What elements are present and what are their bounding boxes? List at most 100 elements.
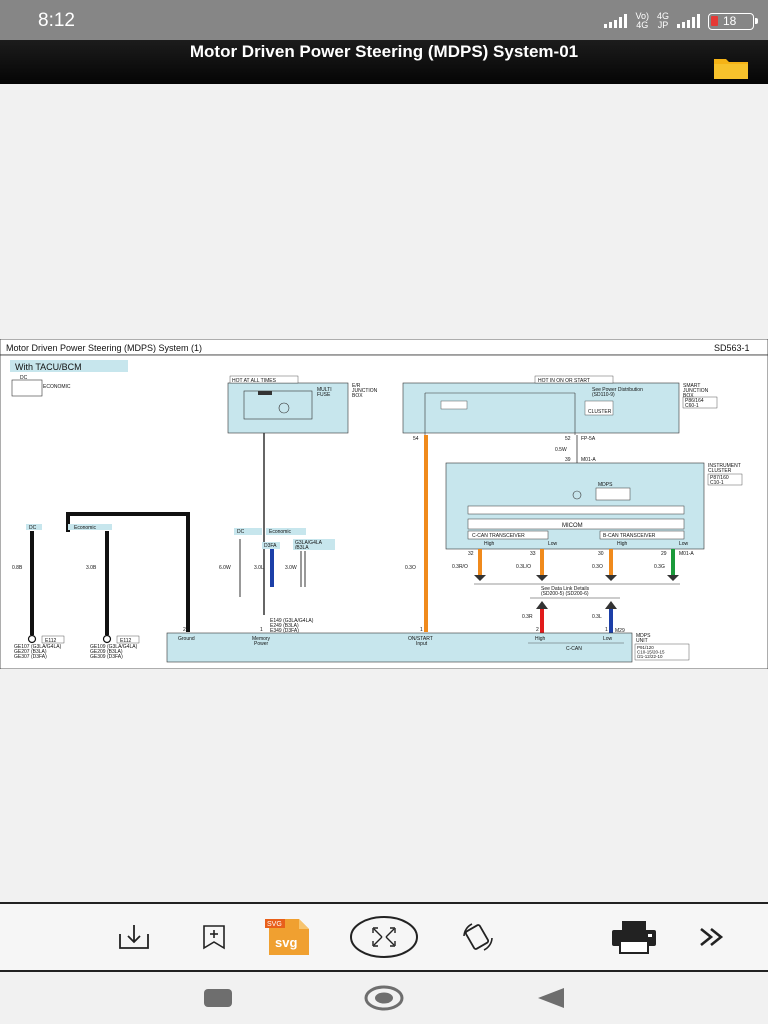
c-can-high: High: [535, 636, 546, 642]
m01-a-2: M01-A: [679, 551, 694, 557]
economic-3: Economic: [269, 529, 291, 535]
signal-icon: [604, 14, 628, 28]
wire-0-3o-main: 0.3O: [405, 565, 416, 571]
bc-low: Low: [679, 541, 689, 547]
pin-1c: 1: [605, 627, 608, 633]
c-can-label: C-CAN: [566, 646, 582, 652]
bottom-toolbar: SVG svg: [0, 902, 768, 972]
wire-3-0w: 3.0W: [285, 565, 297, 571]
see-data-link: See Data Link Details(SD200-5) (SD200-6): [541, 586, 590, 597]
svg-badge: SVG: [267, 921, 282, 928]
pin-54: 54: [413, 436, 419, 442]
bc-high: High: [617, 541, 628, 547]
wire-0-3r-o: 0.3R/O: [452, 564, 468, 570]
b-can-transceiver: B-CAN TRANSCEIVER: [603, 533, 656, 539]
pin-29: 29: [661, 551, 667, 557]
ge-left: GE107 (G3LA/G4LA)GE207 (B3LA)GE307 (D3FA…: [14, 644, 62, 660]
wire-3-0l: 3.0L: [254, 565, 264, 571]
pin-32: 32: [468, 551, 474, 557]
app-header: Motor Driven Power Steering (MDPS) Syste…: [0, 40, 768, 84]
c-can-low: Low: [603, 636, 613, 642]
folder-icon[interactable]: [713, 56, 749, 85]
economic-2: Economic: [74, 525, 96, 531]
dc-2: DC: [29, 525, 37, 531]
pin-2: 2: [183, 627, 186, 633]
network-label-1: Vo) 4G: [635, 11, 649, 30]
wire-0-3g: 0.3G: [654, 564, 665, 570]
wire-3-0b: 3.0B: [86, 565, 97, 571]
pin-1a: 1: [260, 627, 263, 633]
dc-3: DC: [237, 529, 245, 535]
variant-label: With TACU/BCM: [15, 362, 82, 372]
wire-0-3l-o: 0.3L/O: [516, 564, 531, 570]
system-nav-bar: [0, 972, 768, 1024]
status-icons: Vo) 4G 4G JP 18: [604, 10, 758, 32]
see-power-distribution: See Power Distribution(SD110-9): [592, 387, 643, 398]
print-icon[interactable]: [606, 904, 662, 970]
wire-0-8b-1: 0.8B: [12, 565, 23, 571]
fullscreen-icon[interactable]: [348, 904, 420, 970]
rotate-icon[interactable]: [450, 904, 506, 970]
c-can-transceiver: C-CAN TRANSCEIVER: [472, 533, 525, 539]
battery-icon: 18: [708, 12, 758, 30]
e112b: E112: [120, 638, 132, 644]
back-icon[interactable]: [530, 982, 570, 1014]
bookmark-add-icon[interactable]: [192, 904, 236, 970]
wire-0-3l: 0.3L: [592, 614, 602, 620]
legend-dc: DC: [20, 375, 28, 381]
pin-30: 30: [598, 551, 604, 557]
home-icon[interactable]: [364, 982, 404, 1014]
cluster-label: CLUSTER: [588, 409, 612, 415]
status-time: 8:12: [38, 10, 75, 31]
wire-0-5w: 0.5W: [555, 447, 567, 453]
pin-52: 52: [565, 436, 571, 442]
wire-0-3r: 0.3R: [522, 614, 533, 620]
mdps-indicator: MDPS: [598, 482, 613, 488]
diagram-code: SD563-1: [714, 343, 750, 353]
micom-label: MICOM: [562, 523, 583, 529]
m01-a: M01-A: [581, 457, 596, 463]
svg-file-icon[interactable]: SVG svg: [262, 904, 318, 970]
next-icon[interactable]: [690, 904, 734, 970]
status-bar: 8:12 Vo) 4G 4G JP 18: [0, 0, 768, 40]
g3la-g4la: G3LA/G4LA/B3LA: [295, 540, 323, 551]
hot-at-all-times: HOT AT ALL TIMES: [232, 378, 277, 384]
legend-economic: ECONOMIC: [43, 384, 71, 390]
wiring-diagram[interactable]: Motor Driven Power Steering (MDPS) Syste…: [0, 338, 768, 670]
signal-icon-2: [677, 14, 700, 28]
svg-label: svg: [275, 935, 297, 950]
battery-level: 18: [723, 14, 737, 28]
e112: E112: [45, 638, 57, 644]
download-icon[interactable]: [112, 904, 156, 970]
diagram-title: Motor Driven Power Steering (MDPS) Syste…: [6, 343, 202, 353]
cc-high: High: [484, 541, 495, 547]
pin-39: 39: [565, 457, 571, 463]
cc-low: Low: [548, 541, 558, 547]
wire-0-3o: 0.3O: [592, 564, 603, 570]
d3fa: D3FA: [264, 543, 277, 549]
legend-dc-economic: DC ECONOMIC: [11, 375, 71, 397]
page-title: Motor Driven Power Steering (MDPS) Syste…: [189, 42, 579, 61]
ge-right: GE109 (G3LA/G4LA)GE209 (B3LA)GE309 (D3FA…: [90, 644, 138, 660]
hot-in-on-or-start: HOT IN ON OR START: [538, 378, 590, 384]
recents-icon[interactable]: [198, 982, 238, 1014]
fp-5a: FP-5A: [581, 436, 596, 442]
m29: M29: [615, 628, 625, 634]
ground-label: Ground: [178, 636, 195, 642]
wire-6-0w: 6.0W: [219, 565, 231, 571]
pin-1b: 1: [420, 627, 423, 633]
network-label-2: 4G JP: [656, 11, 669, 30]
e-codes: E149 (G3LA/G4LA)E249 (B3LA)E349 (D3FA): [270, 618, 314, 634]
pin-2b: 2: [536, 627, 539, 633]
pin-33: 33: [530, 551, 536, 557]
